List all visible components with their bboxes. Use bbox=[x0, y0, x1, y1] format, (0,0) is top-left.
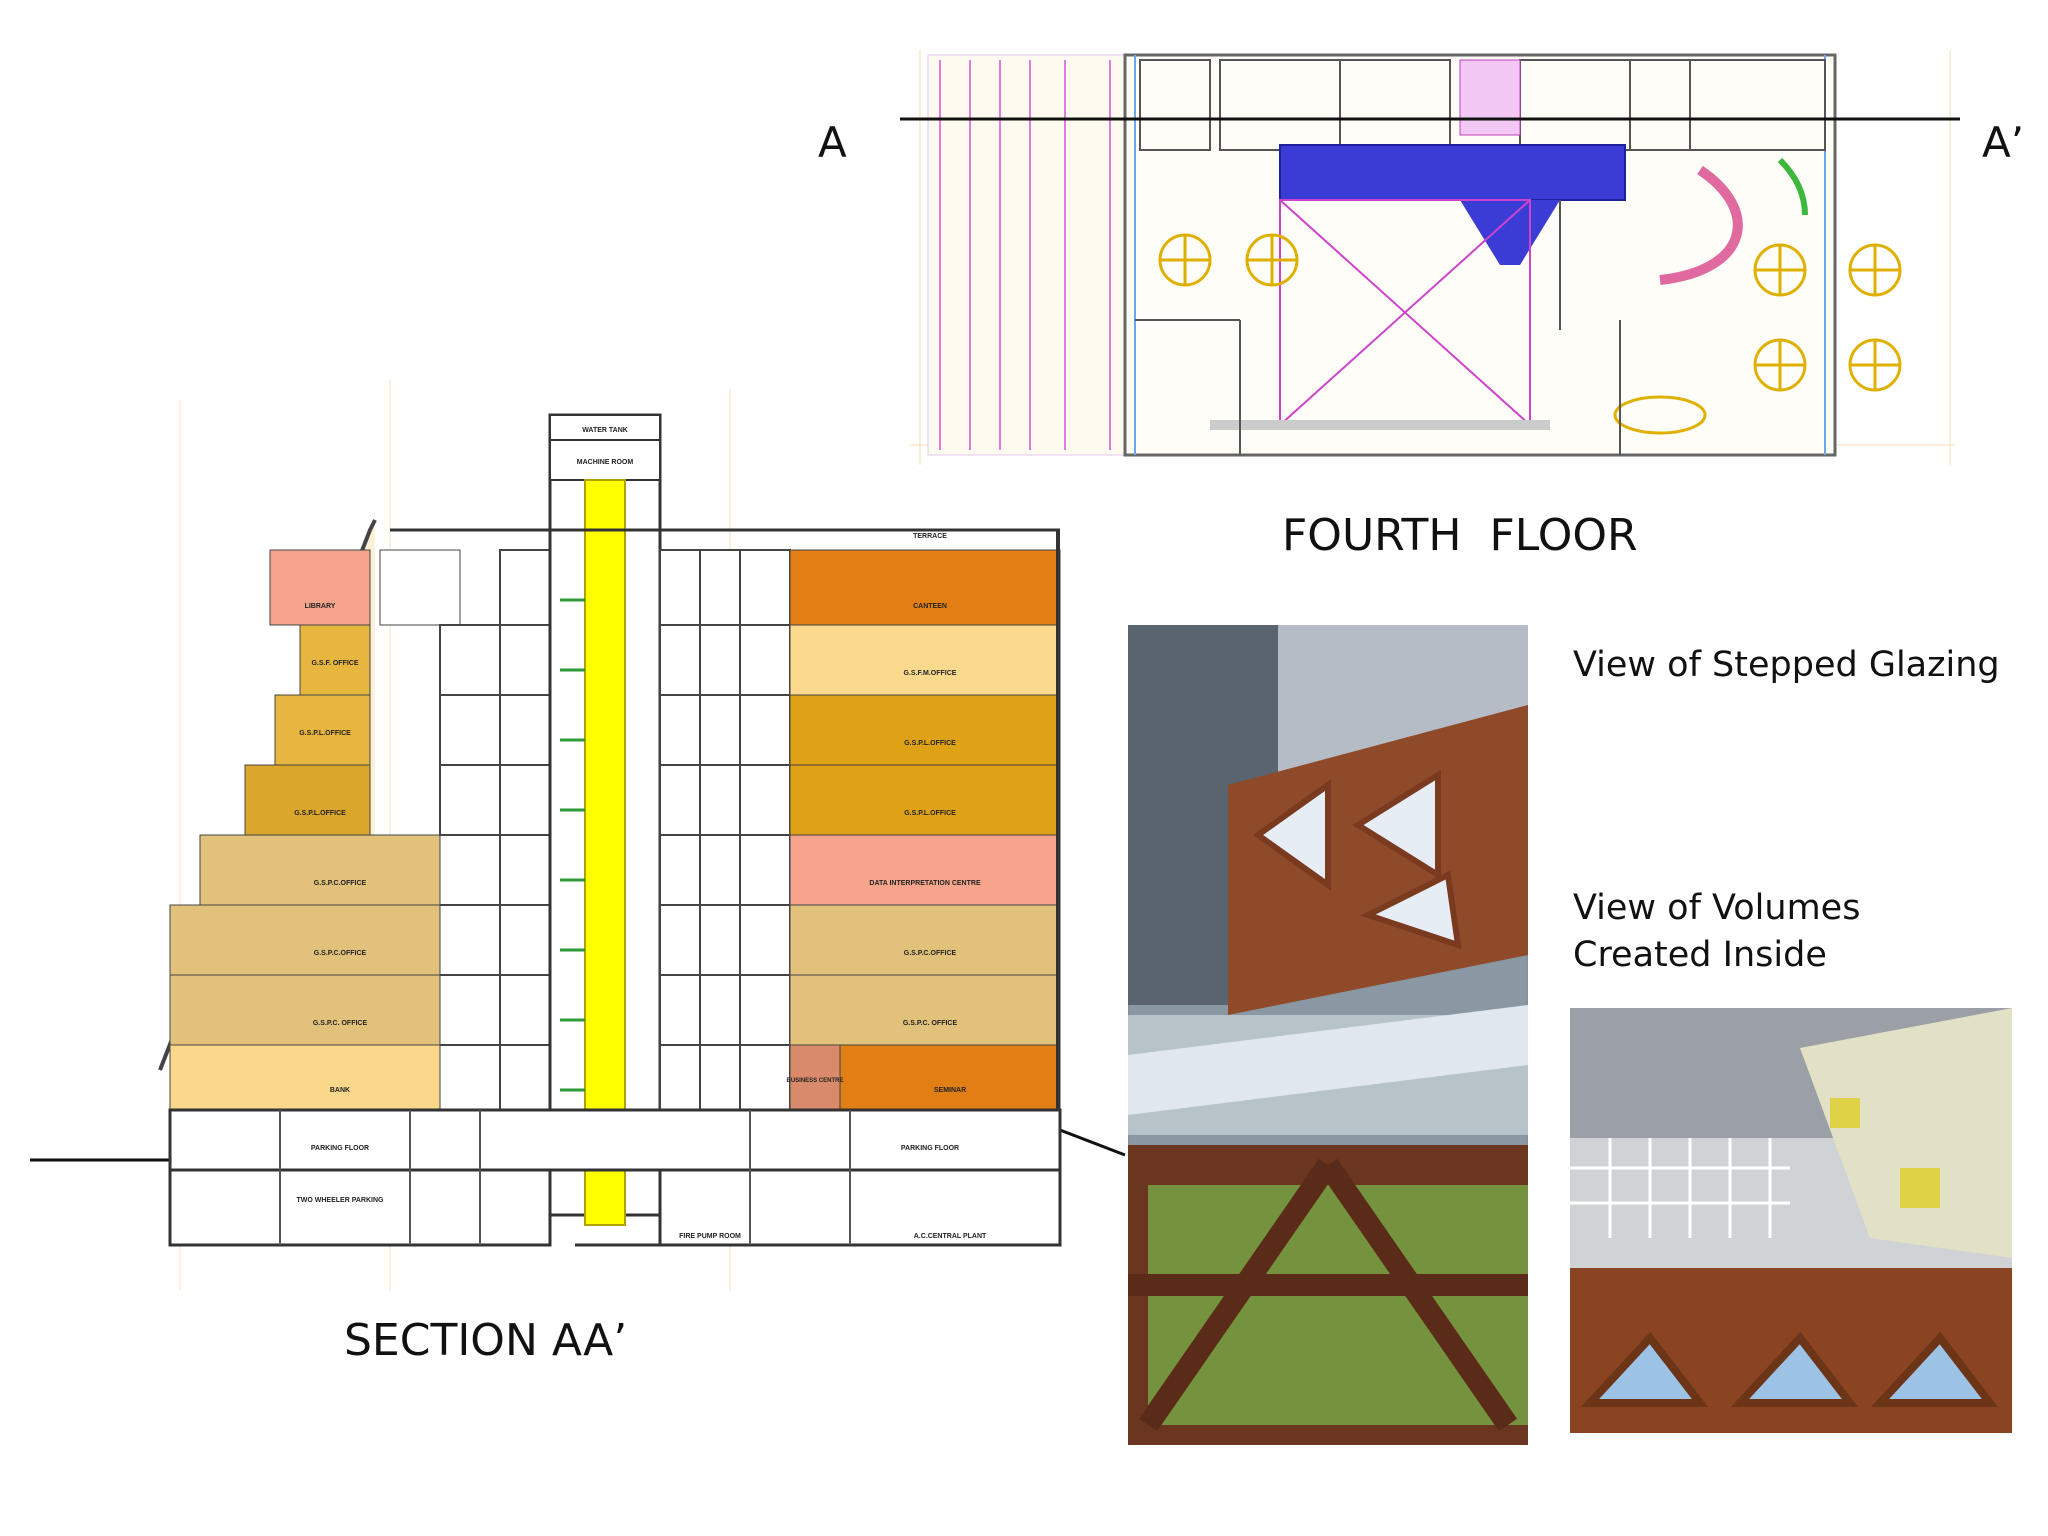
label-library: LIBRARY bbox=[305, 603, 336, 610]
label-right-office-1: G.S.F.M.OFFICE bbox=[904, 670, 957, 677]
label-bank: BANK bbox=[330, 1087, 350, 1094]
label-left-office-6: G.S.P.C. OFFICE bbox=[313, 1020, 368, 1027]
label-fire-pump: FIRE PUMP ROOM bbox=[679, 1233, 741, 1240]
volumes-caption-line1: View of Volumes bbox=[1573, 888, 1861, 928]
label-parking-left: PARKING FLOOR bbox=[311, 1145, 369, 1152]
section-aa-drawing: WATER TANK MACHINE ROOM TERRACE LIBRARY … bbox=[30, 380, 1126, 1290]
label-business-centre: BUSINESS CENTRE bbox=[786, 1078, 843, 1084]
label-water-tank: WATER TANK bbox=[582, 427, 628, 434]
label-left-office-5: G.S.P.C.OFFICE bbox=[314, 950, 367, 957]
label-left-office-3: G.S.P.L.OFFICE bbox=[294, 810, 346, 817]
label-left-office-4: G.S.P.C.OFFICE bbox=[314, 880, 367, 887]
label-right-office-6: G.S.P.C. OFFICE bbox=[903, 1020, 958, 1027]
stepped-glazing-photo bbox=[1128, 625, 1528, 1445]
volumes-caption-line2: Created Inside bbox=[1573, 935, 1827, 975]
label-left-office-1: G.S.F. OFFICE bbox=[311, 660, 358, 667]
stepped-glazing-caption: View of Stepped Glazing bbox=[1573, 645, 2000, 685]
label-right-office-3: G.S.P.L.OFFICE bbox=[904, 810, 956, 817]
label-left-office-2: G.S.P.L.OFFICE bbox=[299, 730, 351, 737]
label-right-office-2: G.S.P.L.OFFICE bbox=[904, 740, 956, 747]
label-terrace: TERRACE bbox=[913, 533, 947, 540]
fourth-floor-plan bbox=[900, 50, 1960, 465]
label-two-wheeler: TWO WHEELER PARKING bbox=[297, 1197, 385, 1204]
label-parking-right: PARKING FLOOR bbox=[901, 1145, 959, 1152]
label-machine-room: MACHINE ROOM bbox=[577, 459, 634, 466]
volumes-inside-photo bbox=[1570, 1008, 2012, 1433]
section-marker-a-prime: A’ bbox=[1982, 118, 2025, 167]
label-ac-plant: A.C.CENTRAL PLANT bbox=[914, 1233, 987, 1240]
section-title: SECTION AA’ bbox=[344, 1315, 628, 1366]
label-seminar: SEMINAR bbox=[934, 1087, 966, 1094]
plan-title: FOURTH FLOOR bbox=[1282, 510, 1638, 561]
label-canteen: CANTEEN bbox=[913, 603, 947, 610]
label-right-office-5: G.S.P.C.OFFICE bbox=[904, 950, 957, 957]
section-marker-a: A bbox=[818, 118, 847, 167]
label-data-centre: DATA INTERPRETATION CENTRE bbox=[869, 880, 981, 887]
